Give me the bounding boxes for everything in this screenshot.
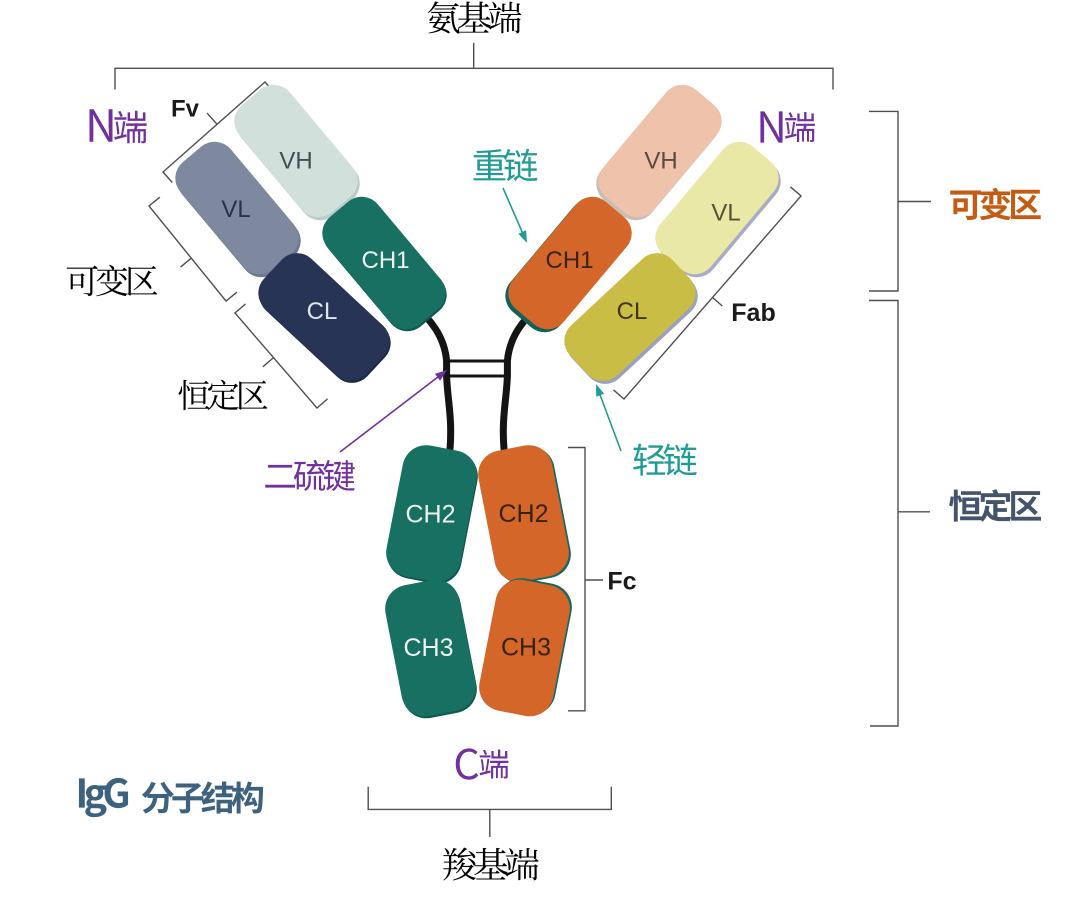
svg-text:CL: CL — [617, 298, 648, 325]
svg-text:CH2: CH2 — [405, 500, 455, 528]
svg-text:VH: VH — [644, 147, 677, 174]
svg-text:Fc: Fc — [607, 567, 636, 595]
svg-text:CH2: CH2 — [498, 500, 548, 528]
svg-text:VH: VH — [279, 147, 312, 174]
svg-text:CL: CL — [307, 298, 338, 325]
svg-text:Fab: Fab — [731, 299, 775, 327]
svg-text:VL: VL — [711, 199, 740, 226]
svg-text:VL: VL — [221, 196, 250, 223]
svg-text:CH1: CH1 — [545, 247, 593, 274]
svg-text:CH3: CH3 — [501, 633, 551, 661]
svg-text:CH1: CH1 — [361, 247, 409, 274]
svg-text:CH3: CH3 — [403, 634, 453, 662]
svg-text:Fv: Fv — [171, 95, 200, 122]
